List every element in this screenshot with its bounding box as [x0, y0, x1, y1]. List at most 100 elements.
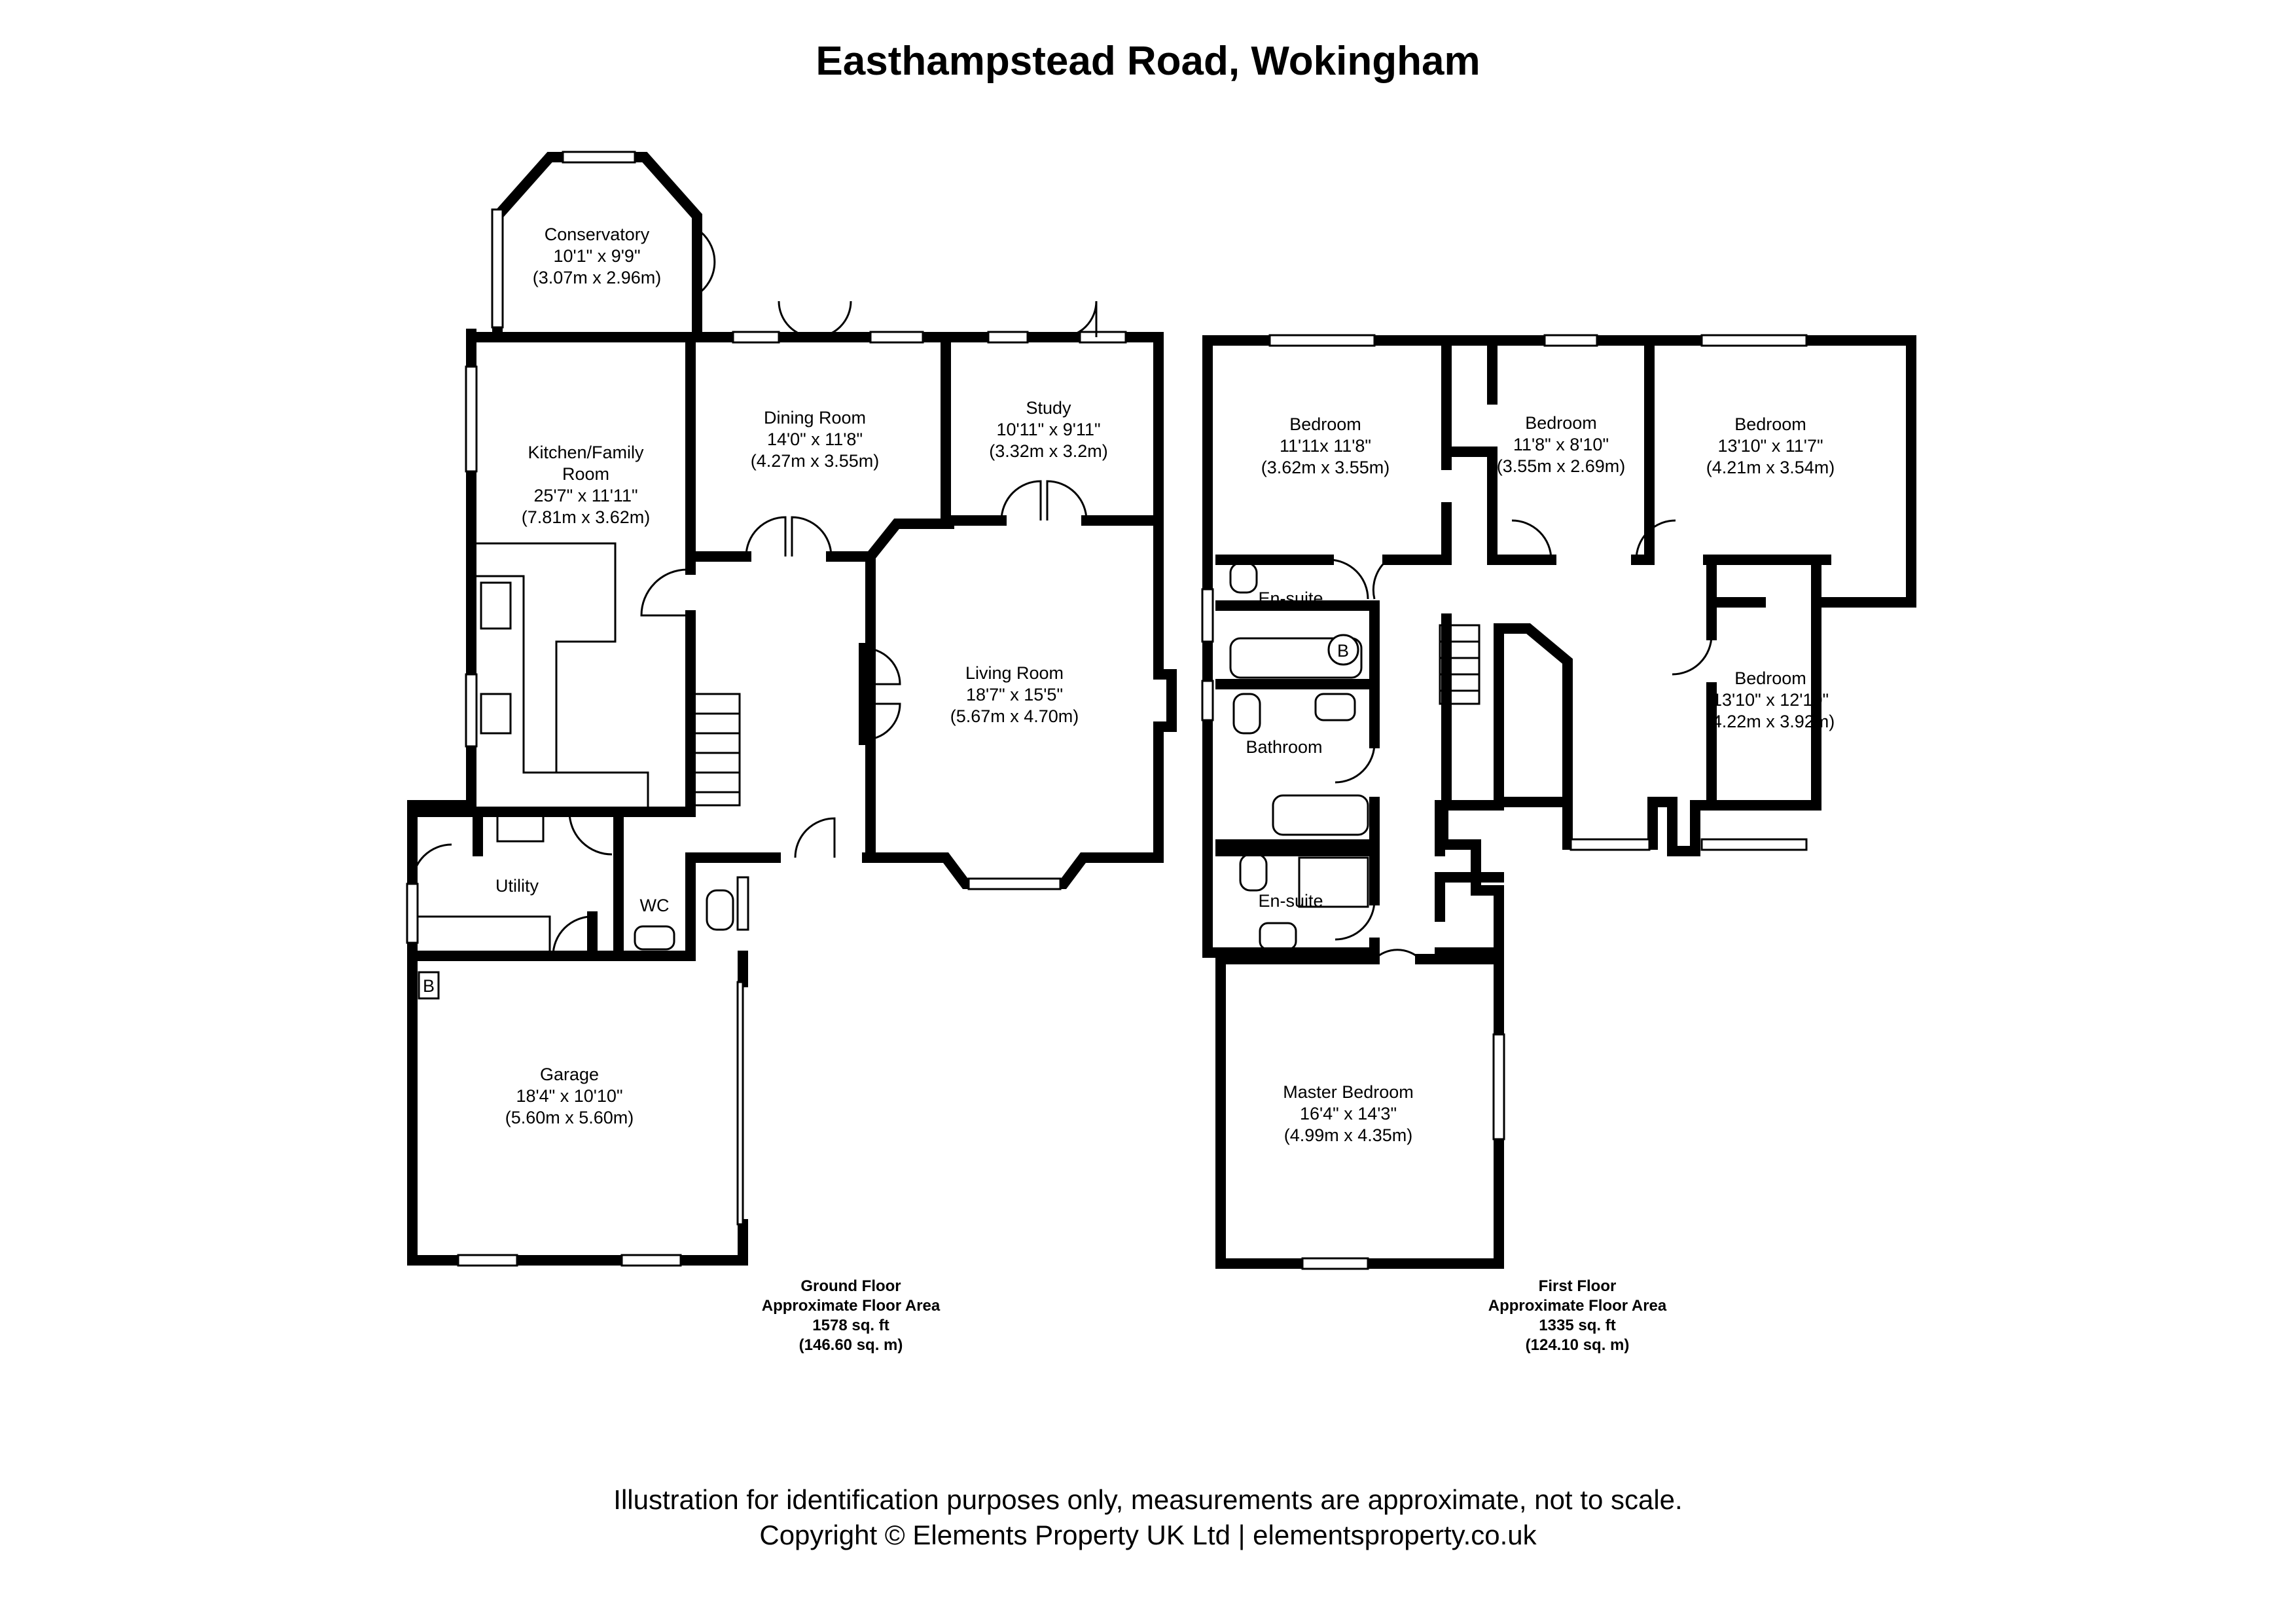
master-metric: (4.99m x 4.35m): [1284, 1125, 1413, 1145]
kitchen-label-2: Room: [562, 464, 609, 484]
wc-toilet-icon: [706, 889, 734, 931]
living-dims: 18'7" x 15'5": [966, 685, 1063, 704]
dining-metric: (4.27m x 3.55m): [751, 451, 880, 471]
garage-wall: [407, 951, 748, 1266]
walls: [407, 152, 1916, 1269]
door: [863, 702, 901, 741]
window: [562, 151, 636, 164]
disclaimer: Illustration for identification purposes…: [0, 1482, 2296, 1553]
bathroom-wall: [1215, 679, 1380, 850]
boilers: [418, 634, 1359, 1000]
garage-label: Garage: [540, 1065, 599, 1084]
door: [1060, 301, 1098, 338]
ground-floor-area: Ground Floor Approximate Floor Area 1578…: [687, 1277, 1014, 1355]
window: [736, 981, 744, 1226]
window: [987, 331, 1029, 344]
dining-bottom-wall: [685, 551, 876, 863]
window: [869, 331, 924, 344]
ground-floor-sqm: (146.60 sq. m): [798, 1336, 903, 1354]
ensuite1-label: En-suite: [1258, 589, 1323, 608]
window: [967, 877, 1062, 890]
door: [1328, 558, 1369, 600]
doors: [411, 228, 1713, 960]
top-wall-ground: [466, 332, 1177, 889]
door: [1000, 480, 1042, 521]
bed4-label: Bedroom: [1734, 668, 1806, 688]
living-left-wall: [859, 519, 954, 745]
bathroom-label: Bathroom: [1246, 737, 1322, 757]
kitchen-counter: [476, 542, 649, 812]
stair-ground: [692, 693, 741, 807]
boiler-first-box: [1327, 634, 1359, 666]
kitchen-units: [418, 542, 1369, 956]
door: [568, 811, 613, 856]
door: [1511, 519, 1552, 560]
window: [1570, 838, 1651, 851]
bathroom-bath-icon: [1272, 794, 1369, 836]
bed1-dims: 11'11x 11'8": [1280, 436, 1371, 456]
ensuite-toilet-icon: [1229, 562, 1258, 594]
window: [736, 876, 749, 931]
bed2-label: Bedroom: [1525, 413, 1597, 433]
shower-icon: [1298, 856, 1369, 908]
bed4-metric: (4.22m x 3.92m): [1706, 712, 1835, 731]
boiler-first-label: B: [1337, 641, 1349, 661]
window: [1201, 680, 1214, 721]
door: [1335, 900, 1376, 941]
ground-floor-sqft: 1578 sq. ft: [812, 1317, 889, 1334]
bed1-wall: [1382, 335, 1452, 565]
wc-basin-icon: [634, 925, 675, 951]
ensuite1-wall: [1215, 600, 1380, 689]
door: [791, 516, 833, 557]
bed1-label: Bedroom: [1289, 414, 1361, 434]
study-dims: 10'11" x 9'11": [996, 420, 1100, 439]
ground-floor-label: Approximate Floor Area: [761, 1297, 941, 1315]
ensuite2-basin-icon: [1259, 922, 1297, 951]
hob-icon: [480, 581, 512, 630]
window: [457, 1254, 518, 1267]
door: [1046, 480, 1088, 521]
conservatory-wall: [492, 152, 702, 339]
kitchen-label: Kitchen/Family: [528, 443, 644, 462]
first-floor-area: First Floor Approximate Floor Area 1335 …: [1414, 1277, 1741, 1355]
ground-floor-name: Ground Floor: [800, 1277, 901, 1295]
window: [1079, 331, 1127, 344]
window: [732, 331, 780, 344]
first-floor-name: First Floor: [1538, 1277, 1617, 1295]
door: [1672, 634, 1713, 676]
master-dims: 16'4" x 14'3": [1300, 1104, 1397, 1123]
kitchen-outer-wall: [407, 329, 476, 850]
utility-counter: [418, 915, 551, 956]
sink-icon: [480, 693, 512, 735]
living-metric: (5.67m x 4.70m): [950, 706, 1079, 726]
utility-sink-icon: [496, 814, 545, 843]
window: [465, 365, 478, 473]
door: [794, 817, 836, 858]
bed4-dims: 13'10" x 12'10": [1712, 690, 1829, 710]
disclaimer-line-2: Copyright © Elements Property UK Ltd | e…: [759, 1520, 1537, 1550]
ensuite2-toilet-icon: [1239, 853, 1268, 892]
bed3-label: Bedroom: [1734, 414, 1806, 434]
garage-metric: (5.60m x 5.60m): [505, 1108, 634, 1127]
stairs: [692, 624, 1480, 807]
bed3-bottom: [1703, 555, 1916, 608]
door: [696, 228, 716, 296]
conservatory-dims: 10'1" x 9'9": [553, 246, 640, 266]
window: [620, 1254, 682, 1267]
window: [465, 673, 478, 748]
windows: [406, 151, 1808, 1270]
conservatory-metric: (3.07m x 2.96m): [533, 268, 662, 287]
door: [745, 516, 787, 557]
boiler-ground-box: [418, 971, 440, 1000]
bed2-wall: [1441, 335, 1655, 565]
ensuite2-label: En-suite: [1258, 891, 1323, 911]
hall-bottom-wall: [613, 807, 781, 961]
kitchen-metric: (7.81m x 3.62m): [522, 507, 651, 527]
window: [491, 208, 504, 329]
bath-icon: [1229, 637, 1363, 679]
wc-label: WC: [640, 896, 670, 915]
room-labels: Conservatory 10'1" x 9'9" (3.07m x 2.96m…: [495, 225, 1835, 1145]
study-label: Study: [1026, 398, 1071, 418]
window: [1268, 334, 1376, 347]
